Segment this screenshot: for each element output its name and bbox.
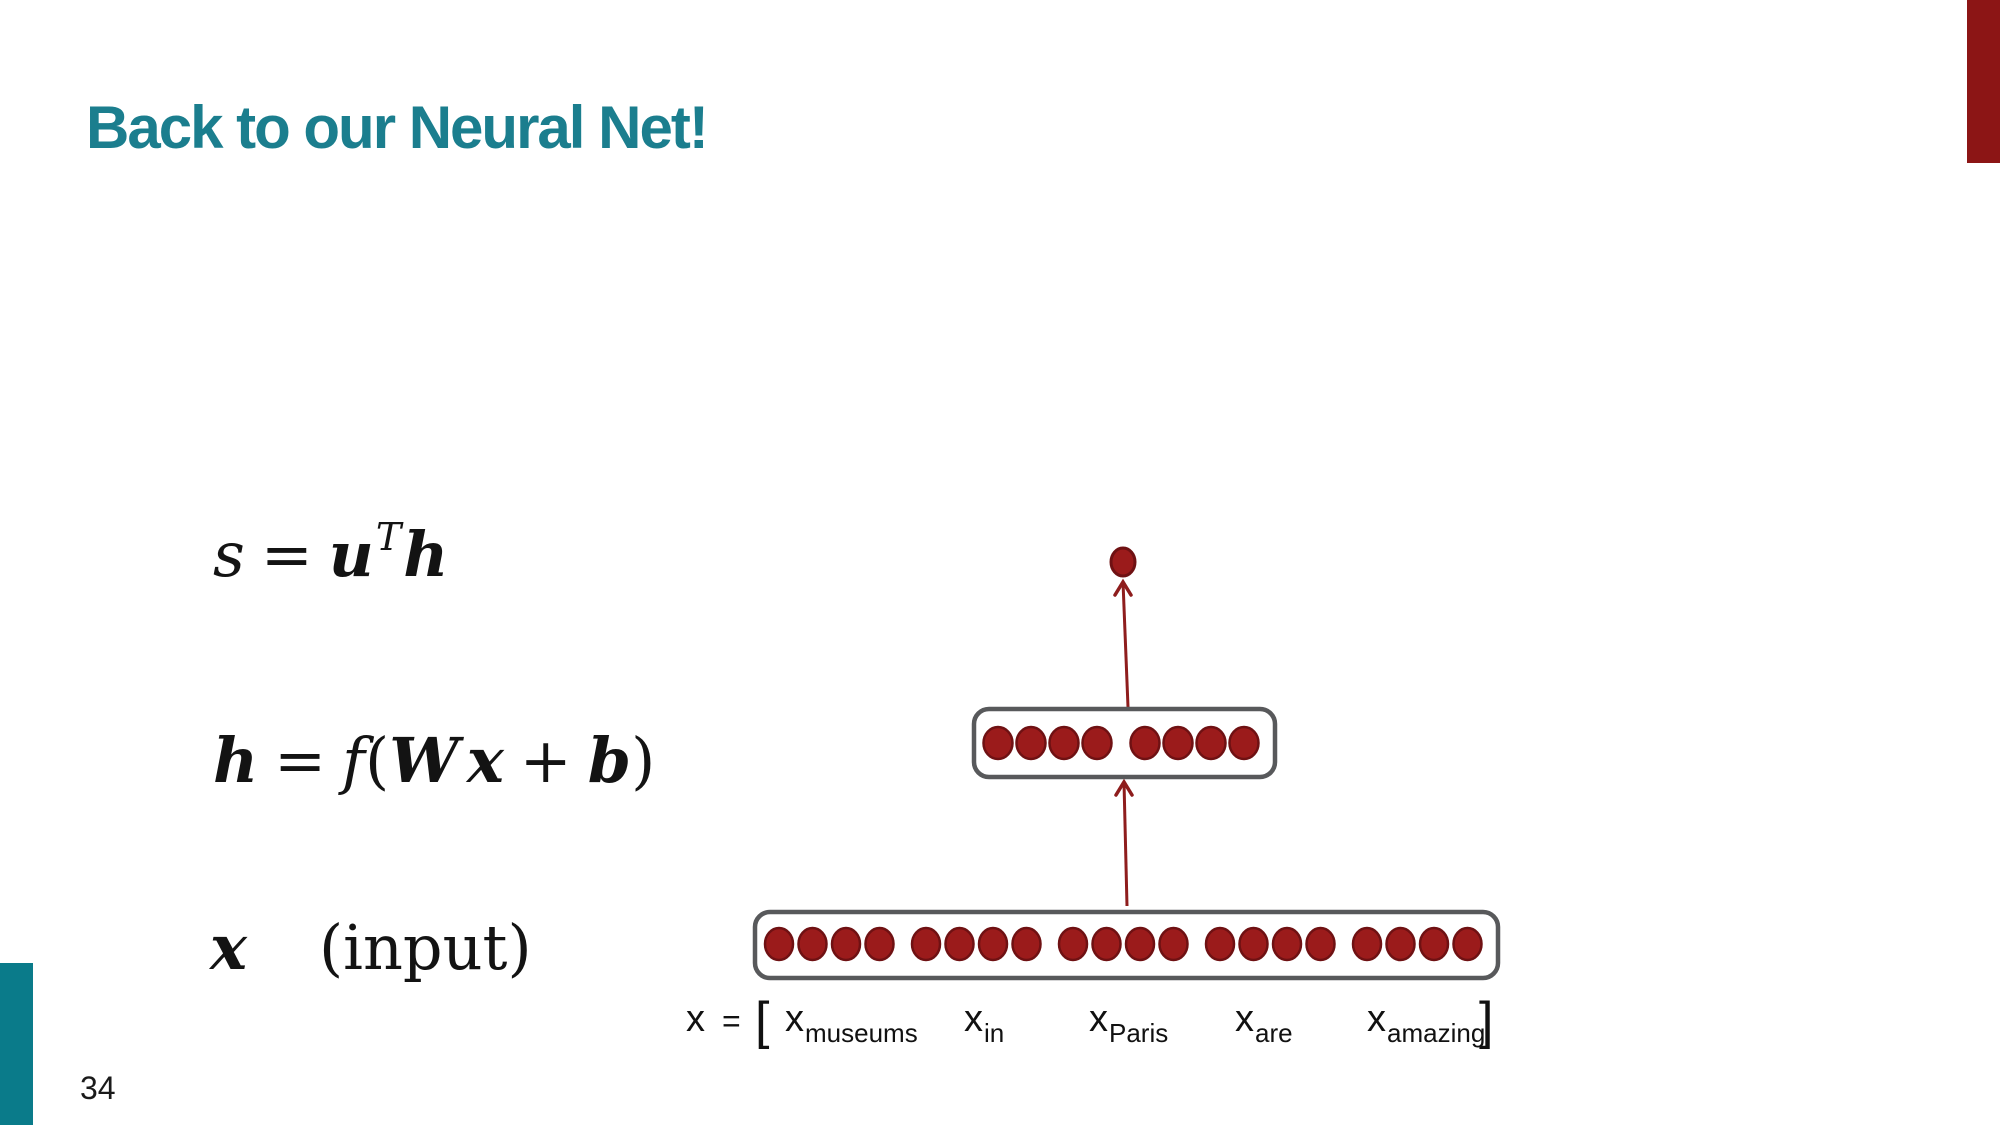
input-neuron-dot: [1305, 926, 1336, 962]
hidden-neuron-dot: [982, 725, 1014, 761]
input-neuron-dot: [1452, 926, 1483, 962]
equation-score: s=uTh: [213, 518, 448, 586]
input-neuron-dot: [944, 926, 975, 962]
arrow-input-to-hidden: [1122, 781, 1129, 907]
input-neuron-dot: [1057, 926, 1089, 962]
input-neuron-dot: [1238, 926, 1269, 962]
hidden-neuron-dot: [1228, 725, 1260, 761]
input-neuron-dot: [910, 926, 942, 962]
arrow-hidden-to-output: [1121, 581, 1130, 708]
equation-input: x(input): [210, 917, 532, 979]
right-paren: ): [631, 724, 656, 797]
input-neuron-dot: [977, 926, 1009, 962]
input-neuron-dot: [1418, 926, 1450, 962]
math-transpose: T: [375, 515, 402, 559]
left-paren: (: [364, 724, 390, 797]
input-neuron-dot: [763, 926, 795, 962]
output-neuron-dot: [1109, 546, 1137, 578]
input-neuron-dot: [1091, 926, 1122, 962]
math-h: h: [213, 724, 259, 797]
hidden-neuron-dot: [1195, 725, 1227, 761]
hidden-neuron-dot: [1015, 725, 1047, 761]
arrow-input-to-hidden-head: [1114, 778, 1134, 797]
math-h: h: [403, 518, 449, 591]
hidden-neuron-dot: [1048, 725, 1080, 761]
math-f: f: [342, 724, 365, 797]
input-neuron-dot: [1351, 926, 1383, 962]
math-u: u: [328, 518, 374, 591]
hidden-layer-box: [971, 706, 1278, 780]
math-x: x: [210, 911, 247, 984]
arrow-hidden-to-output-head: [1113, 578, 1133, 597]
equals-sign: =: [260, 518, 313, 591]
math-b: b: [587, 724, 632, 797]
input-neuron-dot: [1385, 926, 1416, 962]
page-number: 34: [80, 1070, 116, 1106]
input-neuron-dot: [864, 926, 895, 962]
page-title: Back to our Neural Net!: [86, 94, 709, 162]
hidden-neuron-dot: [1162, 725, 1194, 761]
hidden-neuron-dot: [1129, 725, 1161, 761]
bottom-left-accent-bar: [0, 963, 33, 1125]
math-s: s: [213, 518, 245, 591]
input-neuron-dot: [1158, 926, 1189, 962]
top-right-accent-bar: [1967, 0, 2000, 163]
input-neuron-dot: [1011, 926, 1042, 962]
plus-sign: +: [519, 724, 572, 797]
math-W: W: [389, 724, 459, 797]
input-neuron-dot: [797, 926, 828, 962]
equals-sign: =: [274, 724, 327, 797]
hidden-neuron-dot: [1081, 725, 1113, 761]
input-neuron-dot: [830, 926, 862, 962]
input-neuron-dot: [1271, 926, 1303, 962]
input-neuron-dot: [1204, 926, 1236, 962]
math-x: x: [466, 724, 504, 797]
input-note: (input): [318, 911, 532, 984]
input-neuron-dot: [1124, 926, 1156, 962]
